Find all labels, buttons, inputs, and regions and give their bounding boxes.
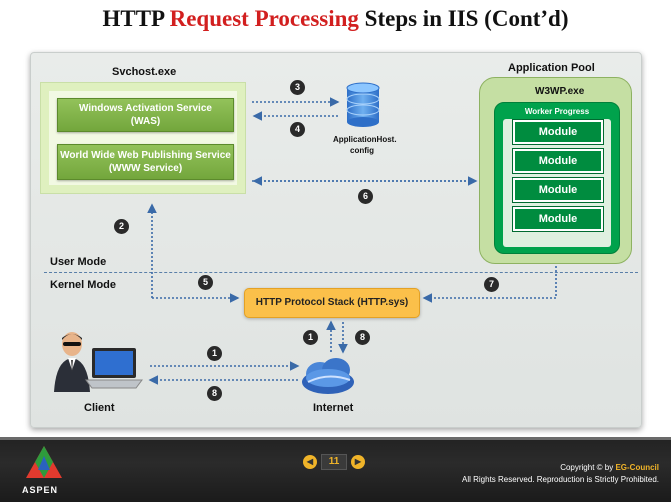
module-4: Module: [512, 206, 604, 232]
module-3: Module: [512, 177, 604, 203]
module-2: Module: [512, 148, 604, 174]
title-part-1: HTTP: [102, 6, 170, 31]
page-number: 11: [321, 454, 347, 470]
was-box: Windows Activation Service (WAS): [57, 98, 234, 132]
was-line-1: Windows Activation Service: [79, 103, 212, 114]
www-service-box: World Wide Web Publishing Service (WWW S…: [57, 144, 234, 180]
prev-page-button[interactable]: ◀: [303, 455, 317, 469]
w3wp-label: W3WP.exe: [535, 86, 585, 97]
copyright-notice: Copyright © by EG-Council All Rights Res…: [462, 462, 659, 486]
footer-stripe: [0, 437, 671, 440]
client-label: Client: [84, 402, 115, 414]
http-protocol-stack: HTTP Protocol Stack (HTTP.sys): [244, 288, 420, 318]
step-badge-5: 5: [198, 275, 213, 290]
title-part-2: Steps in IIS (Cont’d): [358, 6, 569, 31]
arrow-7: [422, 266, 557, 303]
step-badge-6: 6: [358, 189, 373, 204]
worker-label: Worker Progress: [524, 107, 590, 116]
internet-label: Internet: [313, 402, 354, 414]
aspen-logo-text: ASPEN: [22, 485, 59, 495]
step-badge-1-upper: 1: [303, 330, 318, 345]
svchost-label: Svchost.exe: [112, 66, 177, 78]
rights-text: All Rights Reserved. Reproduction is Str…: [462, 475, 659, 484]
title-highlight: Request Processing: [169, 6, 359, 31]
step-badge-7: 7: [484, 277, 499, 292]
next-page-button[interactable]: ▶: [351, 455, 365, 469]
slide-title: HTTP Request Processing Steps in IIS (Co…: [0, 6, 671, 32]
mode-separator: [44, 272, 638, 273]
pager: ◀ 11 ▶: [303, 454, 365, 470]
step-badge-2: 2: [114, 219, 129, 234]
copyright-org: EG-Council: [615, 463, 659, 472]
kernel-mode-label: Kernel Mode: [50, 279, 117, 291]
step-badge-8-lower: 8: [207, 386, 222, 401]
step-badge-4: 4: [290, 122, 305, 137]
step-badge-1-lower: 1: [207, 346, 222, 361]
config-line-2: config: [350, 146, 374, 155]
aspen-logo-icon: [26, 446, 62, 478]
www-line-2: (WWW Service): [108, 163, 183, 174]
cloud-icon: [302, 358, 354, 394]
step-badge-3: 3: [290, 80, 305, 95]
was-line-2: (WAS): [130, 116, 161, 127]
user-mode-label: User Mode: [50, 256, 107, 268]
database-icon: [346, 82, 380, 127]
copyright-prefix: Copyright © by: [560, 463, 616, 472]
config-line-1: ApplicationHost.: [333, 135, 397, 144]
www-line-1: World Wide Web Publishing Service: [60, 150, 231, 161]
app-pool-label: Application Pool: [508, 62, 595, 74]
module-1: Module: [512, 119, 604, 145]
step-badge-8-upper: 8: [355, 330, 370, 345]
client-icon: [54, 332, 143, 392]
